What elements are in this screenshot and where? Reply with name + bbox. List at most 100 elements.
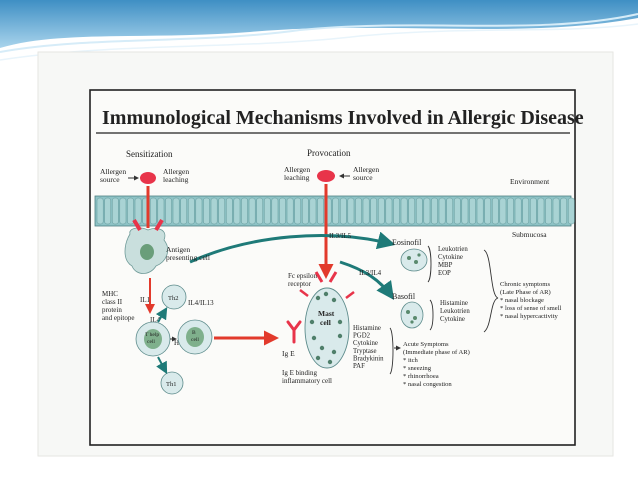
epithelial-cell (203, 197, 210, 225)
epithelial-cell (256, 197, 264, 225)
epithelial-cell (385, 197, 393, 225)
antigen-presenting-cell (124, 218, 169, 274)
mast-granule (323, 291, 329, 297)
epithelial-cell (484, 197, 492, 225)
th2-cell: Th2 (161, 284, 187, 310)
ige-antibody (286, 320, 302, 344)
epithelial-cell (96, 197, 104, 225)
epithelial-cell (514, 197, 522, 225)
epithelial-cell (111, 197, 119, 225)
submucosa-label: Submucosa (512, 230, 547, 239)
epithelial-cells (96, 197, 575, 225)
epithelial-cell (218, 197, 226, 225)
epithelial-cell (248, 197, 256, 225)
mast-granule (331, 297, 337, 303)
epithelial-cell (149, 197, 157, 225)
mast-mediators-list: HistaminePGD2CytokineTryptaseBradykininP… (353, 325, 384, 370)
epithelial-cell (507, 197, 514, 225)
epithelial-cell (400, 197, 408, 225)
epithelial-cell (225, 197, 233, 225)
svg-text:Th1: Th1 (166, 381, 176, 388)
epithelial-cell (431, 197, 438, 225)
il1-label: IL1 (140, 296, 151, 304)
top-banner (0, 0, 638, 61)
eosinofil-bracket (427, 245, 432, 283)
chronic-symptom-line: (Late Phase of AR) (500, 289, 551, 296)
mast-mediator: Cytokine (353, 340, 378, 347)
epithelial-cell (377, 197, 385, 225)
svg-text:Th2: Th2 (168, 295, 178, 302)
chronic-symptom-line: * loss of sense of smell (500, 305, 562, 312)
basofil-mediator: Cytokine (440, 316, 465, 323)
epithelium-layer (94, 195, 575, 227)
epithelial-cell (210, 197, 218, 225)
epithelial-cell (195, 197, 203, 225)
chronic-symptom-line: * nasal blockage (500, 297, 544, 304)
mast-granule (337, 319, 343, 325)
epithelial-cell (461, 197, 469, 225)
mast-granule (337, 333, 343, 339)
epithelial-cell (180, 197, 188, 225)
epithelial-cell (317, 197, 324, 225)
ige-label: Ig E (282, 349, 295, 358)
mast-mediator: PGD2 (353, 333, 371, 340)
epithelial-cell (408, 197, 416, 225)
epithelial-cell (567, 197, 575, 225)
chronic-symptom-line: Chronic symptoms (500, 281, 550, 288)
mast-mediator: PAF (353, 363, 365, 370)
epithelial-cell (294, 197, 302, 225)
mast-granule (331, 349, 337, 355)
epithelial-cell (279, 197, 286, 225)
chronic-symptoms: Chronic symptoms(Late Phase of AR)* nasa… (500, 281, 562, 320)
mast-mediator: Bradykinin (353, 355, 384, 362)
mast-mediators-bracket (389, 327, 394, 375)
epithelial-cell (491, 197, 499, 225)
mast-granule (315, 355, 321, 361)
phase-provocation: Provocation (307, 148, 351, 158)
phase-sensitization: Sensitization (126, 149, 173, 159)
mast-granule (319, 345, 325, 351)
basofil-mediator: Histamine (440, 300, 468, 307)
epithelial-cell (119, 197, 127, 225)
allergen-left (140, 172, 156, 184)
epithelial-cell (529, 197, 537, 225)
il3-il5-label: IL3/IL5 (329, 232, 352, 240)
acute-symptoms: Acute Symptoms(Immediate phase of AR)* i… (403, 341, 470, 388)
epithelial-cell (499, 197, 507, 225)
epithelial-cell (522, 197, 530, 225)
mast-granule (327, 359, 333, 365)
epithelial-cell (104, 197, 112, 225)
basofil-cell (400, 301, 424, 329)
epithelial-cell (438, 197, 446, 225)
epithelial-cell (446, 197, 454, 225)
epithelial-cell (476, 197, 484, 225)
basofil-label: Basofil (392, 292, 416, 301)
epithelial-cell (233, 197, 241, 225)
epithelial-cell (172, 197, 180, 225)
mast-granule (315, 295, 321, 301)
epithelial-cell (301, 197, 309, 225)
th1-cell: Th1 (160, 371, 184, 395)
epithelial-cell (127, 197, 134, 225)
chronic-symptom-line: * nasal hypercactivity (500, 313, 559, 320)
acute-symptom-line: * nasal congestion (403, 381, 452, 388)
figure-border (89, 89, 576, 446)
curve-to-eosinofil (189, 231, 396, 264)
epithelial-cell (347, 197, 355, 225)
basofil-mediator: Leukotrien (440, 308, 470, 315)
curve-to-basofil (339, 260, 395, 300)
mast-mediator: Histamine (353, 325, 381, 332)
allergen-right (317, 170, 335, 182)
thelper-to-th2-arrow (155, 306, 168, 323)
eosinofil-mediator: EOP (438, 270, 451, 277)
acute-symptom-line: (Immediate phase of AR) (403, 349, 470, 356)
